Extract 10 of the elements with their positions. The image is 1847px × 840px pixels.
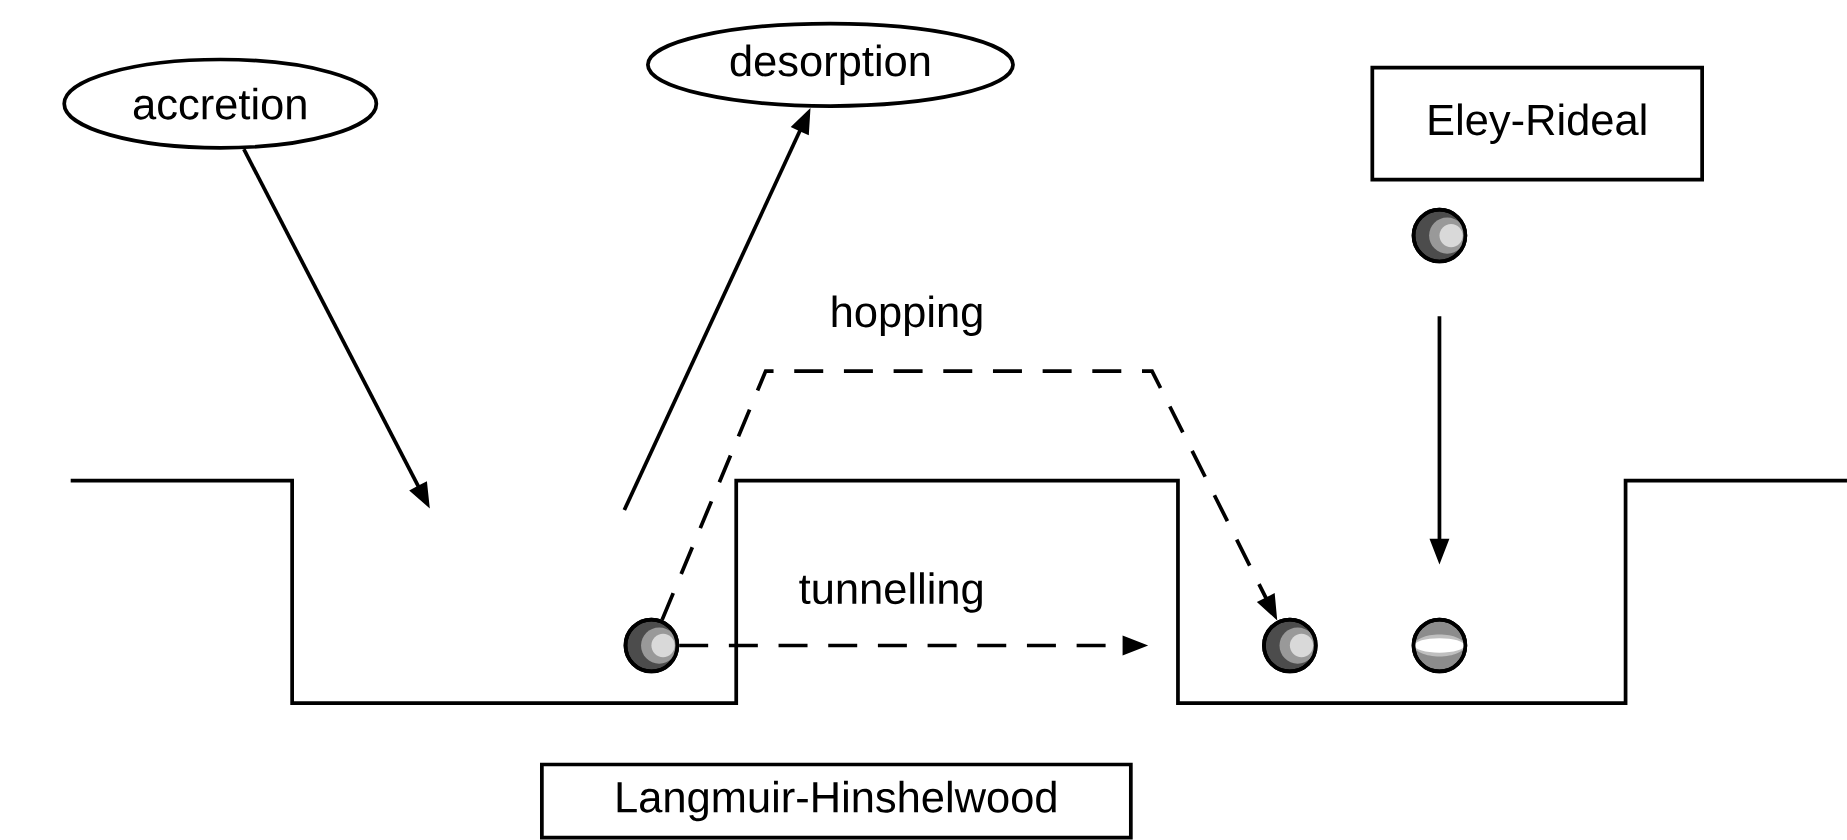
label-box: Langmuir-Hinshelwood (540, 762, 1133, 840)
particle (1262, 617, 1318, 674)
particle (1411, 207, 1468, 264)
edge-label: tunnelling (794, 568, 989, 617)
particle (623, 617, 680, 674)
particle (1411, 617, 1468, 674)
ellipse-node: desorption (646, 21, 1015, 108)
edge-label: hopping (825, 291, 989, 341)
label-box: Eley-Rideal (1370, 65, 1704, 182)
ellipse-node: accretion (62, 57, 379, 150)
